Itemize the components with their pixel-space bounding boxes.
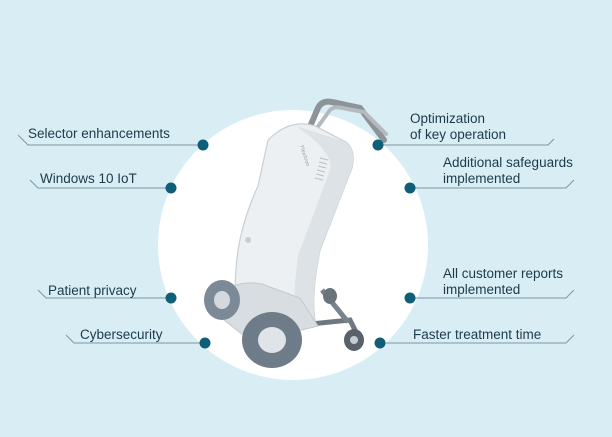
connector-line-faster — [378, 334, 575, 344]
feature-dot-cyber — [199, 337, 211, 349]
connector-line-optimization — [378, 138, 555, 146]
connector-line-cyber — [65, 334, 204, 344]
connector-line-safeguards — [410, 179, 575, 189]
feature-label-faster: Faster treatment time — [413, 327, 542, 342]
front-wheel-hub — [258, 327, 286, 353]
handle-rear — [297, 98, 387, 153]
feature-dot-faster — [374, 337, 386, 349]
feature-dot-safeguards — [404, 182, 416, 194]
feature-dot-privacy — [165, 292, 177, 304]
feature-dot-reports — [404, 292, 416, 304]
feature-label-selector: Selector enhancements — [28, 126, 170, 141]
feature-dot-optimization — [372, 139, 384, 151]
body-button — [245, 237, 251, 243]
caster-wheel-rear — [323, 288, 337, 304]
connector-line-reports — [410, 289, 575, 299]
rear-wheel-hub — [214, 291, 230, 309]
feature-label-cyber: Cybersecurity — [80, 327, 163, 342]
feature-dot-selector — [197, 139, 209, 151]
feature-dot-windows — [165, 182, 177, 194]
connector-line-windows — [29, 179, 170, 189]
feature-label-safeguards: Additional safeguards implemented — [443, 155, 573, 186]
feature-label-optimization: Optimization of key operation — [410, 111, 507, 142]
caster-hub — [350, 336, 358, 344]
vent-slits — [314, 157, 329, 181]
device-side-panel — [294, 126, 354, 328]
connector-line-privacy — [37, 289, 170, 299]
feature-label-windows: Windows 10 IoT — [40, 171, 137, 186]
feature-label-reports: All customer reports implemented — [443, 266, 564, 297]
handle-front — [302, 105, 388, 148]
connector-line-selector — [17, 134, 202, 146]
feature-label-privacy: Patient privacy — [48, 283, 137, 298]
